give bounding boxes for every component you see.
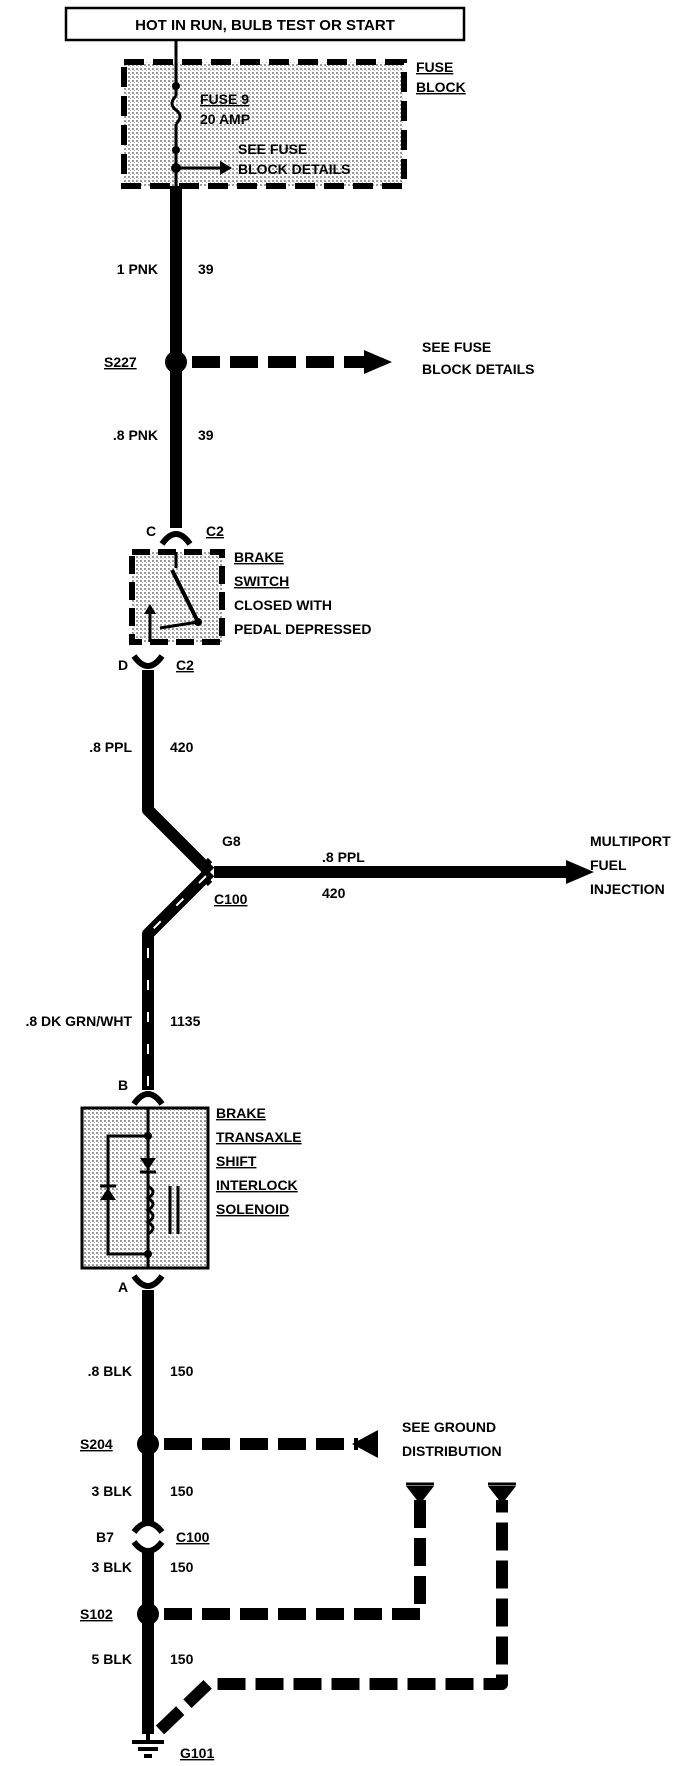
wire-9-gauge: 5 BLK bbox=[92, 1651, 132, 1667]
wire-3-gauge: .8 PPL bbox=[89, 739, 132, 755]
brake-switch bbox=[129, 549, 225, 645]
s227-ref-line1: SEE FUSE bbox=[422, 339, 491, 355]
mpfi-line2: FUEL bbox=[590, 857, 627, 873]
sol-in-pin: B bbox=[118, 1077, 128, 1093]
diode-icon bbox=[100, 1188, 116, 1200]
brake-out-conn: C2 bbox=[176, 657, 194, 673]
fuse-symbol-icon bbox=[170, 94, 182, 126]
solenoid-line2: TRANSAXLE bbox=[216, 1129, 302, 1145]
fuse-rating: 20 AMP bbox=[200, 111, 250, 127]
brake-in-conn: C2 bbox=[206, 523, 224, 539]
sol-out-pin: A bbox=[118, 1279, 128, 1295]
wire-2-circuit: 39 bbox=[198, 427, 214, 443]
wire-8-circuit: 150 bbox=[170, 1559, 194, 1575]
wire-1-circuit: 39 bbox=[198, 261, 214, 277]
brake-switch-line2: SWITCH bbox=[234, 573, 289, 589]
c100-pin: G8 bbox=[222, 833, 241, 849]
ground-label: G101 bbox=[180, 1745, 214, 1761]
switch-contact-icon bbox=[170, 569, 200, 623]
shift-interlock-solenoid bbox=[80, 1106, 210, 1270]
c100-conn: C100 bbox=[214, 891, 248, 907]
coil-icon bbox=[145, 1184, 155, 1236]
wire-5-circuit: 1135 bbox=[170, 1013, 201, 1029]
wire-4-circuit: 420 bbox=[322, 885, 346, 901]
wire-2-gauge: .8 PNK bbox=[113, 427, 158, 443]
wire-6-gauge: .8 BLK bbox=[88, 1363, 132, 1379]
connector-c2-in-icon bbox=[159, 531, 193, 546]
solenoid-line3: SHIFT bbox=[216, 1153, 257, 1169]
connector-a-icon bbox=[131, 1274, 165, 1289]
fuse-details-line2: BLOCK DETAILS bbox=[238, 161, 351, 177]
arrow-down-icon bbox=[488, 1486, 516, 1504]
brake-switch-line4: PEDAL DEPRESSED bbox=[234, 621, 371, 637]
solenoid-line1: BRAKE bbox=[216, 1105, 266, 1121]
b7-conn: C100 bbox=[176, 1529, 210, 1545]
wire-8-gauge: 3 BLK bbox=[92, 1559, 132, 1575]
wire-g101-branch bbox=[155, 1500, 508, 1735]
brake-out-pin: D bbox=[118, 657, 128, 673]
arrow-down-icon bbox=[406, 1486, 434, 1504]
header-title: HOT IN RUN, BULB TEST OR START bbox=[135, 17, 395, 34]
splice-s102-label: S102 bbox=[80, 1606, 113, 1622]
arrow-left-icon bbox=[352, 1430, 378, 1458]
arrow-right-icon bbox=[364, 350, 392, 374]
connector-b-icon bbox=[131, 1091, 165, 1106]
solenoid-line4: INTERLOCK bbox=[216, 1177, 298, 1193]
diode-icon bbox=[140, 1158, 156, 1170]
arrow-right-icon bbox=[566, 860, 594, 884]
wire-4-gauge: .8 PPL bbox=[322, 849, 365, 865]
fuse-block-label-line2: BLOCK bbox=[416, 79, 466, 95]
b7-pin: B7 bbox=[96, 1529, 114, 1545]
wire-s102-branch bbox=[164, 1500, 426, 1620]
ground-ref-line1: SEE GROUND bbox=[402, 1419, 496, 1435]
wire-9-circuit: 150 bbox=[170, 1651, 194, 1667]
fuse-block: FUSE 9 20 AMP SEE FUSE BLOCK DETAILS bbox=[121, 59, 407, 189]
mpfi-line1: MULTIPORT bbox=[590, 833, 671, 849]
ground-icon bbox=[132, 1728, 164, 1758]
wire-7-circuit: 150 bbox=[170, 1483, 194, 1499]
wire-3-circuit: 420 bbox=[170, 739, 194, 755]
connector-b7-icon bbox=[131, 1520, 165, 1534]
fuse-details-line1: SEE FUSE bbox=[238, 141, 307, 157]
mpfi-line3: INJECTION bbox=[590, 881, 665, 897]
wire-3-ppl bbox=[142, 670, 215, 877]
splice-s204-label: S204 bbox=[80, 1436, 113, 1452]
splice-s227-label: S227 bbox=[104, 354, 137, 370]
wire-6-circuit: 150 bbox=[170, 1363, 194, 1379]
connector-c2-out-icon bbox=[131, 654, 165, 669]
brake-switch-line1: BRAKE bbox=[234, 549, 284, 565]
fuse-name: FUSE 9 bbox=[200, 91, 249, 107]
ground-ref-line2: DISTRIBUTION bbox=[402, 1443, 502, 1459]
brake-switch-line3: CLOSED WITH bbox=[234, 597, 332, 613]
s227-ref-line2: BLOCK DETAILS bbox=[422, 361, 535, 377]
header-box: HOT IN RUN, BULB TEST OR START bbox=[64, 6, 466, 42]
arrow-right-icon bbox=[220, 161, 232, 175]
fuse-block-label-line1: FUSE bbox=[416, 59, 453, 75]
arrow-up-icon bbox=[144, 604, 156, 614]
wire-5-gauge: .8 DK GRN/WHT bbox=[25, 1013, 132, 1029]
brake-in-pin: C bbox=[146, 523, 156, 539]
wire-5-dkgrn-wht bbox=[142, 867, 215, 1090]
wire-1-gauge: 1 PNK bbox=[117, 261, 158, 277]
wire-7-gauge: 3 BLK bbox=[92, 1483, 132, 1499]
solenoid-line5: SOLENOID bbox=[216, 1201, 289, 1217]
